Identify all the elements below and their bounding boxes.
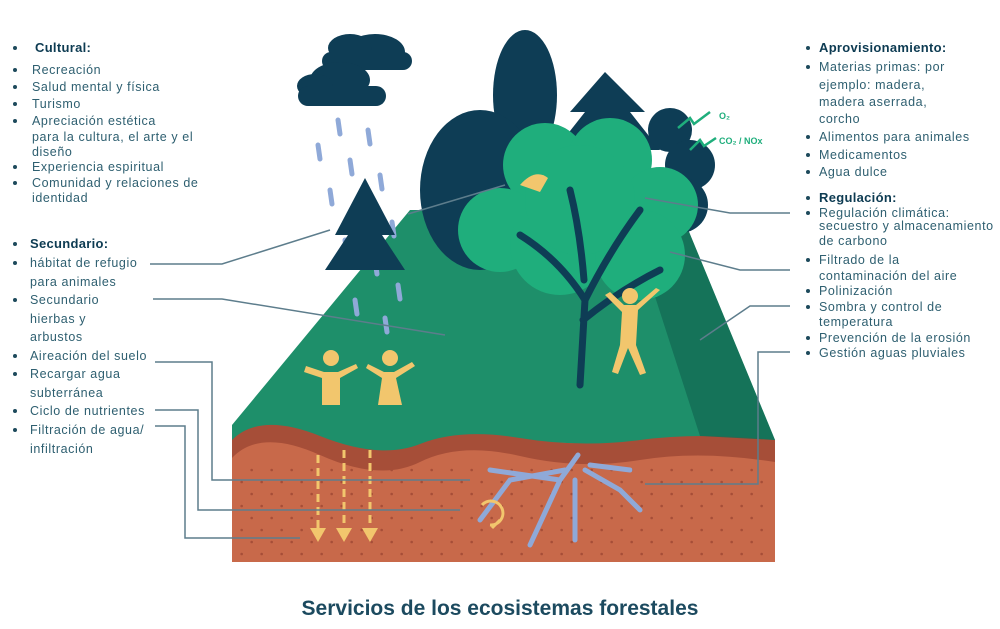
regulacion-item-text: de carbono — [819, 234, 888, 248]
bullet-icon — [806, 351, 810, 355]
cultural-item-text: Comunidad y relaciones de — [32, 176, 199, 190]
bullet-icon — [13, 409, 17, 413]
bullet-icon — [13, 354, 17, 358]
cultural-item-text: identidad — [32, 191, 89, 205]
secundario-item-text: Ciclo de nutrientes — [30, 404, 145, 418]
regulacion-item-text: Regulación climática: — [819, 206, 950, 220]
cultural-item-text: para la cultura, el arte y el — [32, 130, 194, 144]
regulacion-item-text: Prevención de la erosión — [819, 331, 971, 345]
bullet-icon — [806, 46, 810, 50]
secundario-item-text: hábitat de refugio — [30, 256, 138, 270]
cultural-item-text: Apreciación estética — [32, 114, 156, 128]
nutrient-cycle-icon — [480, 499, 505, 530]
secundario-item-text: arbustos — [30, 330, 83, 344]
bullet-icon — [806, 153, 810, 157]
cultural-item-text: diseño — [32, 145, 73, 159]
secundario-item-text: Filtración de agua/ — [30, 423, 145, 437]
bullet-icon — [806, 196, 810, 200]
cultural-heading: Cultural: — [35, 40, 92, 55]
regulacion-item-text: temperatura — [819, 315, 893, 329]
children-figures — [304, 288, 660, 405]
aprovisionamiento-item-text: corcho — [819, 112, 861, 126]
bullet-icon — [806, 305, 810, 309]
secundario-heading: Secundario: — [30, 236, 109, 251]
aprovisionamiento-item-text: Alimentos para animales — [819, 130, 970, 144]
secundario-item-text: para animales — [30, 275, 117, 289]
o2-label: O₂ — [719, 111, 730, 121]
bullet-icon — [13, 68, 17, 72]
secundario-item-text: Aireación del suelo — [30, 349, 148, 363]
bullet-icon — [806, 211, 810, 215]
secundario-item-text: Secundario — [30, 293, 100, 307]
tree-roots — [477, 452, 643, 548]
bullet-icon — [13, 181, 17, 185]
deciduous-tree — [458, 118, 698, 300]
bullet-icon — [13, 165, 17, 169]
bullet-icon — [13, 242, 17, 246]
aprovisionamiento-heading: Aprovisionamiento: — [819, 40, 947, 55]
bird-icon — [520, 174, 548, 192]
cultural-item-text: Recreación — [32, 63, 102, 77]
aprovisionamiento-item-text: Medicamentos — [819, 148, 908, 162]
bullet-icon — [806, 170, 810, 174]
regulacion-item-text: Gestión aguas pluviales — [819, 346, 966, 360]
water-infiltration-arrows — [316, 450, 372, 535]
secundario-item-text: subterránea — [30, 386, 104, 400]
bullet-icon — [13, 119, 17, 123]
secundario-item-text: Recargar agua — [30, 367, 121, 381]
cultural-item-text: Turismo — [32, 97, 81, 111]
aprovisionamiento-item-text: Materias primas: por — [819, 60, 945, 74]
aprovisionamiento-item-text: ejemplo: madera, — [819, 78, 926, 92]
co2-nox-label: CO₂ / NOx — [719, 136, 763, 146]
aprovisionamiento-item-text: madera aserrada, — [819, 95, 928, 109]
regulacion-heading: Regulación: — [819, 190, 897, 205]
aprovisionamiento-item-text: Agua dulce — [819, 165, 888, 179]
bullet-icon — [806, 336, 810, 340]
cultural-item-text: Salud mental y física — [32, 80, 160, 94]
secundario-item-text: infiltración — [30, 442, 94, 456]
arrow-heads — [310, 528, 378, 542]
bullet-icon — [806, 258, 810, 262]
bullet-icon — [13, 102, 17, 106]
soil-layer — [232, 440, 775, 562]
regulacion-item-text: contaminación del aire — [819, 269, 958, 283]
bullet-icon — [13, 298, 17, 302]
regulacion-item-text: Polinización — [819, 284, 893, 298]
regulacion-item-text: secuestro y almacenamiento — [819, 219, 994, 233]
cloud-icon — [297, 34, 412, 106]
secundario-item-text: hierbas y — [30, 312, 87, 326]
bullet-icon — [806, 135, 810, 139]
regulacion-item-text: Sombra y control de — [819, 300, 943, 314]
bullet-icon — [13, 85, 17, 89]
connector-lines — [150, 184, 790, 539]
bullet-icon — [13, 261, 17, 265]
regulacion-item-text: Filtrado de la — [819, 253, 900, 267]
bullet-icon — [806, 65, 810, 69]
tree-trunk — [516, 186, 664, 389]
cultural-item-text: Experiencia espiritual — [32, 160, 165, 174]
diagram-title: Servicios de los ecosistemas forestales — [301, 597, 699, 620]
bullet-icon — [806, 289, 810, 293]
bullet-icon — [13, 46, 17, 50]
gas-exchange-icon — [677, 111, 717, 151]
bullet-icon — [13, 372, 17, 376]
bullet-icon — [13, 428, 17, 432]
